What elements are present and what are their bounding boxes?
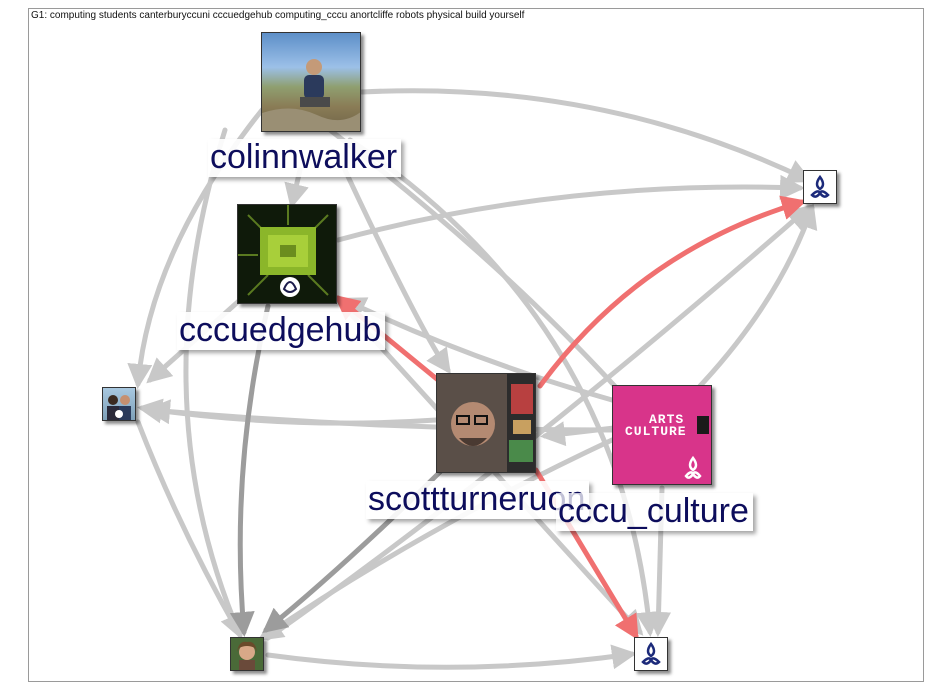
cccu-logo-top-right[interactable] <box>803 170 837 204</box>
culture-trefoil-icon <box>684 416 709 479</box>
circuit-chip-icon <box>238 205 329 297</box>
man-glasses-icon <box>437 374 535 472</box>
culture-text: CULTURE <box>625 424 687 439</box>
edge <box>183 127 244 640</box>
edge-highlighted <box>334 294 441 383</box>
edge <box>342 167 451 375</box>
person-icon <box>262 59 360 131</box>
edge <box>540 421 617 447</box>
arts-text: ARTS <box>649 412 685 427</box>
graph-title: G1: computing students canterburyccuni c… <box>31 10 525 21</box>
edge <box>135 419 243 638</box>
two-people-icon <box>107 395 131 420</box>
edge <box>359 88 813 183</box>
edge <box>229 303 271 637</box>
left-avatar[interactable] <box>102 387 136 421</box>
scottturneruon-label: scottturneruon <box>366 481 590 519</box>
edge <box>335 174 805 243</box>
edge <box>145 399 615 433</box>
cccu-trefoil-icon <box>810 174 830 198</box>
cccuedgehub-avatar[interactable] <box>237 204 337 304</box>
edge-highlighted <box>537 195 807 389</box>
cccu_culture-label: cccu_culture <box>556 493 753 531</box>
cccu-trefoil-icon <box>641 641 661 665</box>
cccu_culture-avatar[interactable]: ARTS CULTURE <box>612 385 712 485</box>
colinnwalker-avatar[interactable] <box>261 32 361 132</box>
colinnwalker-label: colinnwalker <box>208 139 402 177</box>
cccuedgehub-label: cccuedgehub <box>177 312 386 350</box>
scottturneruon-avatar[interactable] <box>436 373 536 473</box>
woman-icon <box>237 641 257 670</box>
bottom-left-avatar[interactable] <box>230 637 264 671</box>
edge <box>265 644 637 670</box>
edge <box>347 137 661 637</box>
cccu-logo-bottom-right[interactable] <box>634 637 668 671</box>
